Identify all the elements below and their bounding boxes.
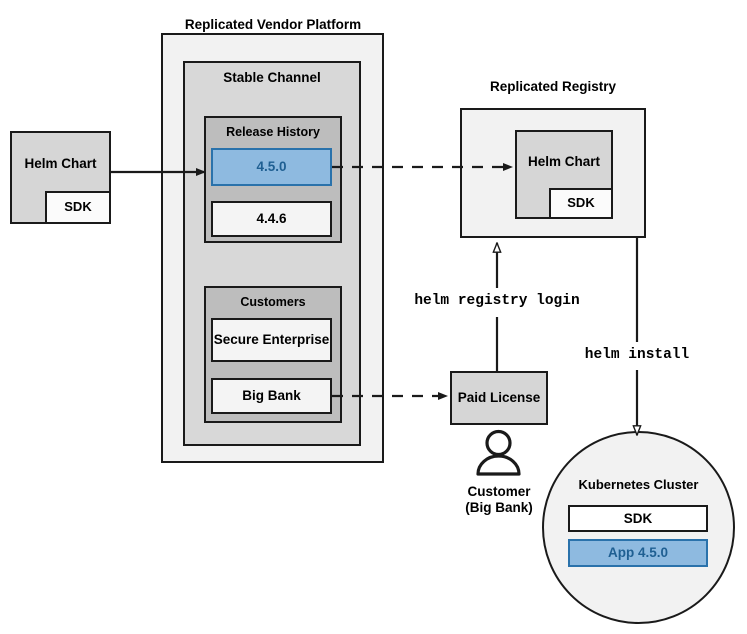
release-version-label: 4.5.0 bbox=[256, 159, 287, 175]
helm-registry-login-command: helm registry login bbox=[414, 293, 580, 309]
customers-label: Customers bbox=[240, 295, 306, 309]
source-helm-chart-label: Helm Chart bbox=[24, 155, 97, 171]
customer-actor-label: Customer (Big Bank) bbox=[465, 484, 533, 515]
customer-item-secure-enterprise[interactable]: Secure Enterprise bbox=[211, 318, 332, 362]
release-history-label: Release History bbox=[226, 125, 320, 139]
stable-channel-label: Stable Channel bbox=[223, 70, 321, 85]
registry-title: Replicated Registry bbox=[489, 79, 617, 94]
source-sdk-box: SDK bbox=[45, 191, 111, 224]
customer-name-label: Big Bank bbox=[242, 388, 301, 404]
paid-license-box: Paid License bbox=[450, 371, 548, 425]
customer-name-label: Secure Enterprise bbox=[213, 332, 330, 348]
customer-person-icon bbox=[476, 429, 521, 476]
registry-sdk-box: SDK bbox=[549, 188, 613, 219]
registry-helm-chart-label: Helm Chart bbox=[527, 153, 600, 169]
cluster-component-label: SDK bbox=[623, 510, 653, 526]
source-sdk-label: SDK bbox=[64, 199, 92, 215]
cluster-component-label: App 4.5.0 bbox=[607, 545, 669, 561]
release-item-4-5-0[interactable]: 4.5.0 bbox=[211, 148, 332, 186]
helm-install-command: helm install bbox=[584, 347, 690, 363]
release-version-label: 4.4.6 bbox=[256, 211, 287, 227]
cluster-component-app[interactable]: App 4.5.0 bbox=[568, 539, 708, 567]
vendor-platform-title: Replicated Vendor Platform bbox=[184, 17, 362, 32]
kubernetes-cluster-label: Kubernetes Cluster bbox=[578, 477, 699, 492]
customer-item-big-bank[interactable]: Big Bank bbox=[211, 378, 332, 414]
paid-license-label: Paid License bbox=[457, 390, 541, 406]
release-item-4-4-6[interactable]: 4.4.6 bbox=[211, 201, 332, 237]
registry-sdk-label: SDK bbox=[567, 195, 595, 211]
cluster-component-sdk[interactable]: SDK bbox=[568, 505, 708, 532]
